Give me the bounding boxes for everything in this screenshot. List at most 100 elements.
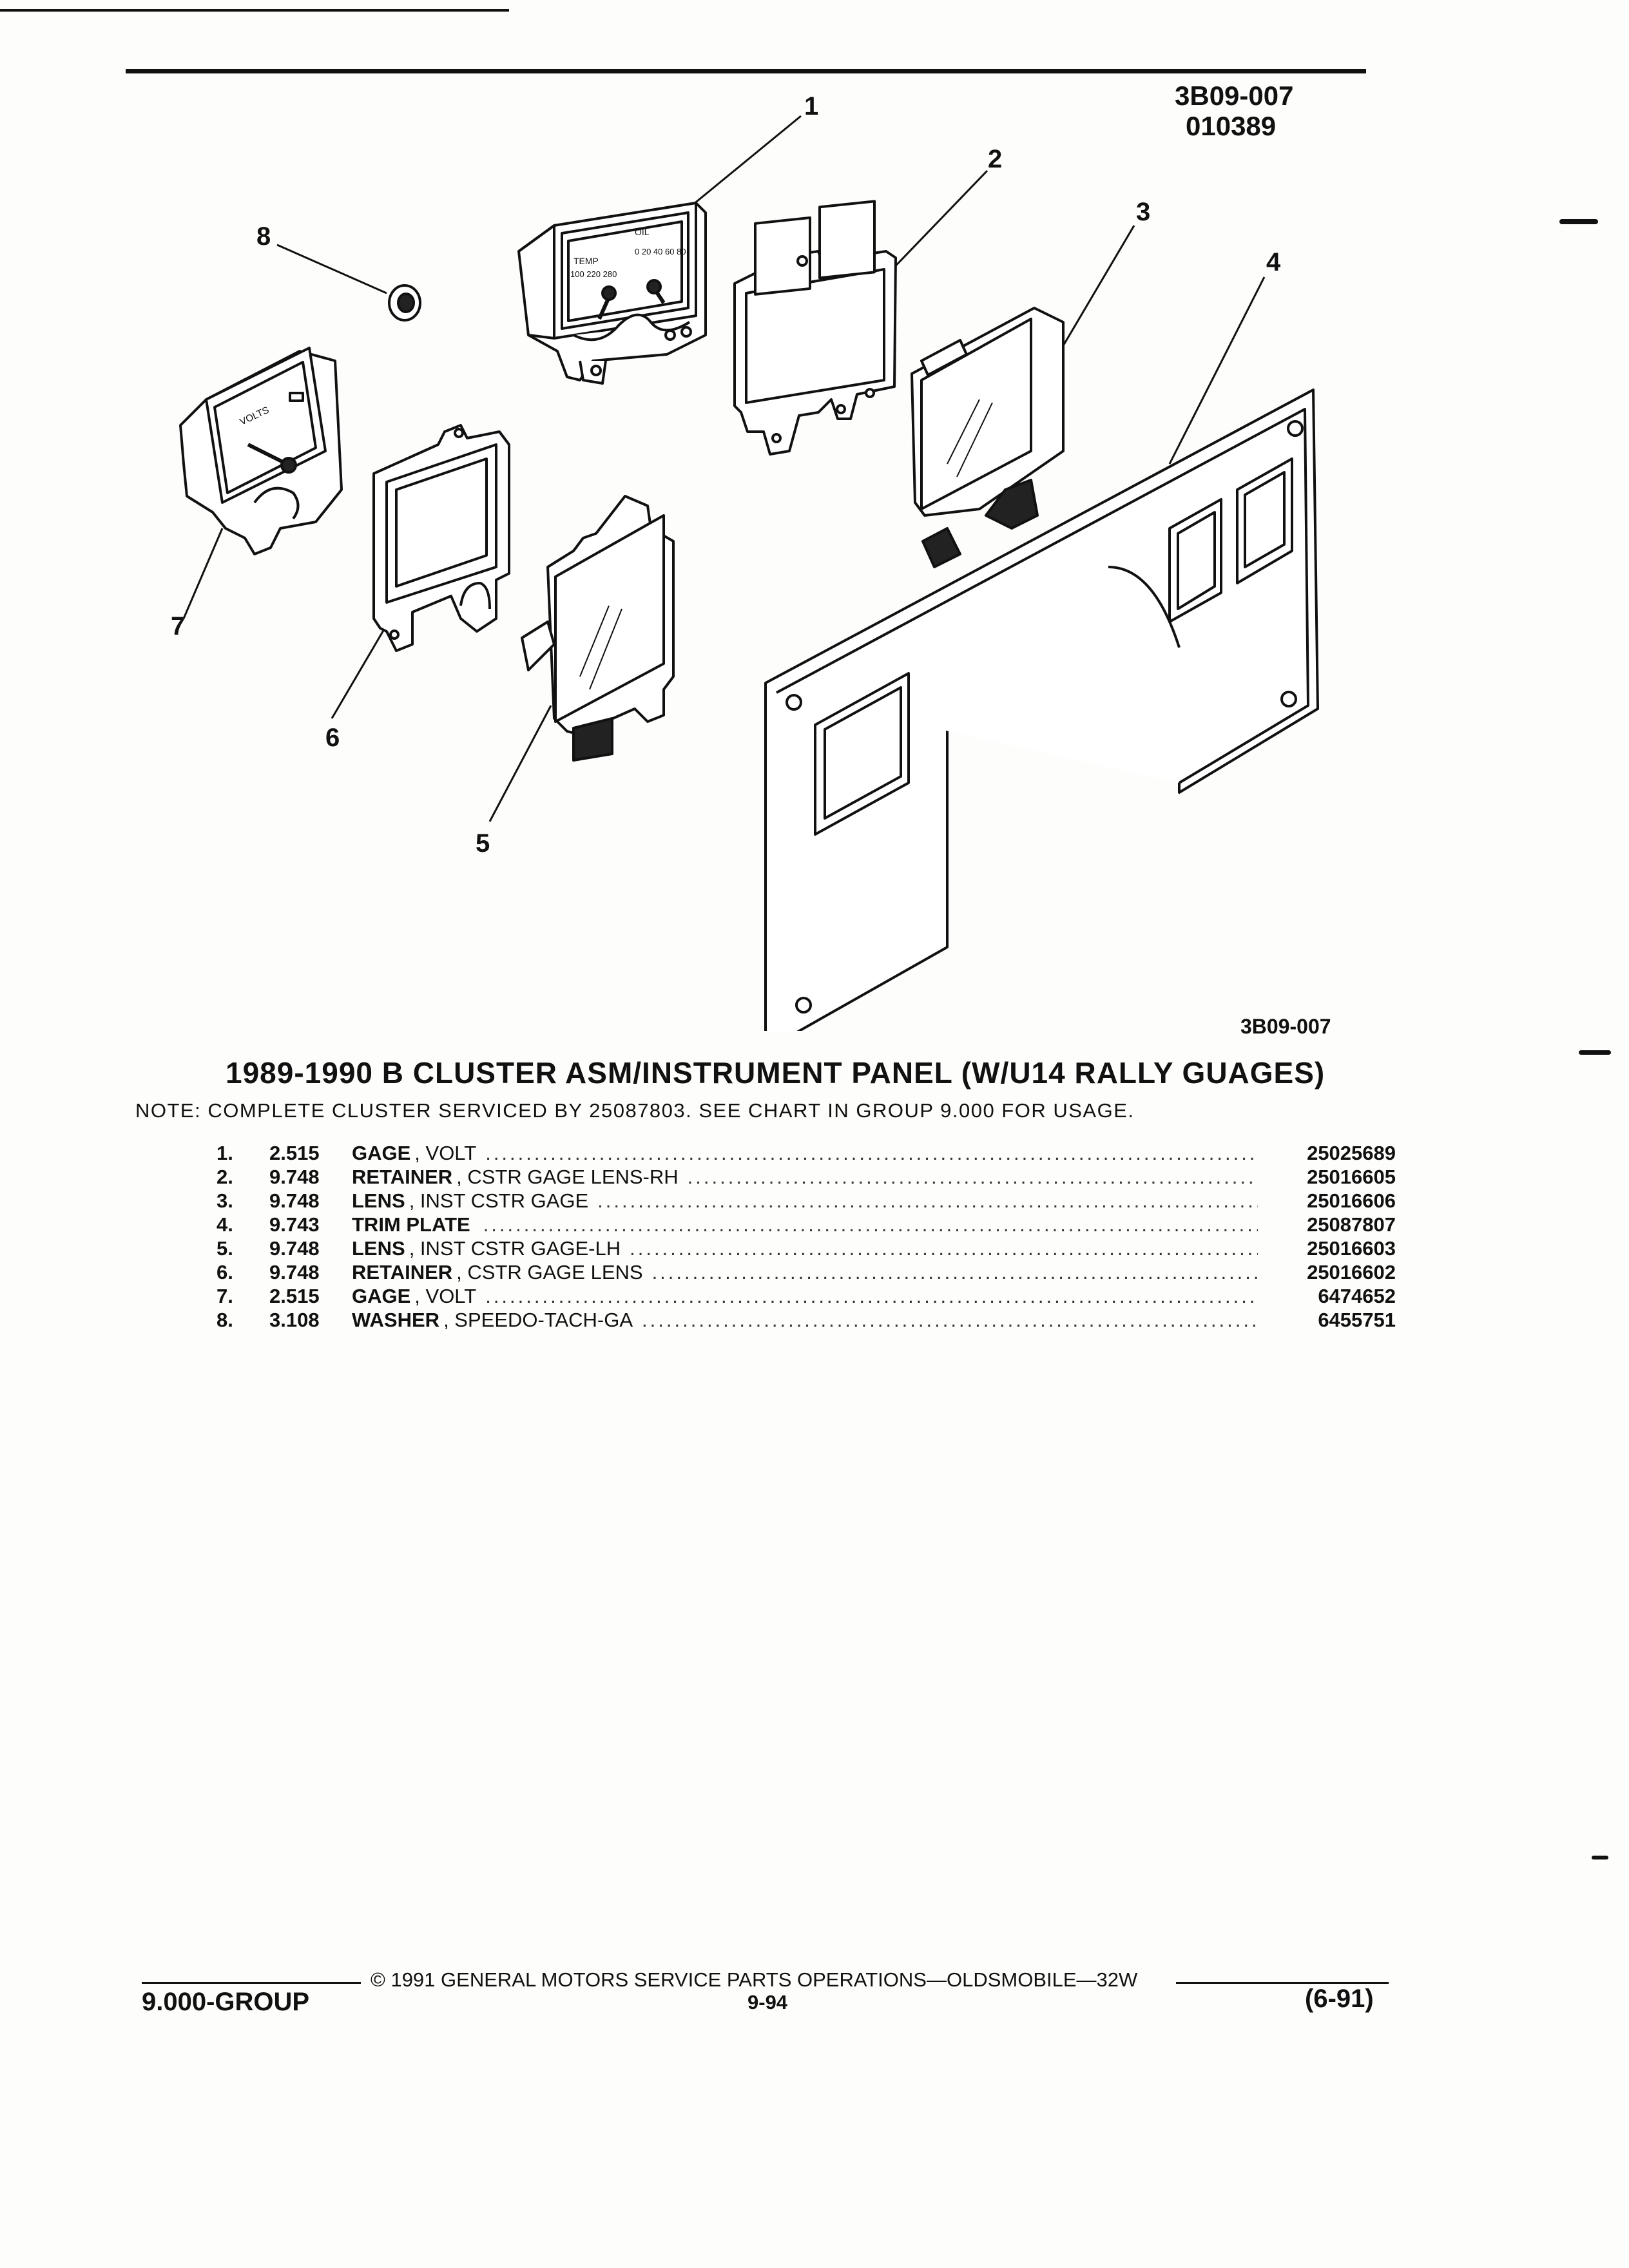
washer-part-8	[388, 284, 421, 322]
part-number: 25016603	[1307, 1237, 1396, 1260]
callout-7: 7	[171, 612, 185, 640]
leader-line-4	[1168, 276, 1266, 465]
item-number: 7.	[217, 1285, 233, 1307]
part-number: 6455751	[1318, 1309, 1396, 1331]
volt-gauge-part-7: VOLTS	[179, 347, 343, 555]
top-edge-rule	[0, 9, 509, 12]
group-number: 2.515	[269, 1142, 320, 1164]
leader-dots: ........................................…	[651, 1261, 1258, 1283]
footer-rule-right	[1176, 1982, 1389, 1984]
callout-8: 8	[256, 222, 271, 251]
leader-dots: ........................................…	[483, 1213, 1258, 1236]
leader-line-7	[182, 528, 224, 619]
svg-text:100 220 280: 100 220 280	[570, 269, 617, 279]
callout-5: 5	[476, 829, 490, 858]
svg-text:TEMP: TEMP	[574, 256, 599, 266]
part-number: 25016602	[1307, 1261, 1396, 1283]
callout-6: 6	[325, 724, 340, 752]
leader-dots: ........................................…	[687, 1166, 1258, 1188]
leader-dots: ........................................…	[630, 1237, 1258, 1260]
part-number: 25016606	[1307, 1189, 1396, 1212]
date-code: 010389	[1186, 111, 1277, 141]
leader-line-2	[885, 169, 988, 277]
group-number: 9.748	[269, 1166, 320, 1188]
margin-mark	[1592, 1856, 1608, 1860]
part-name: LENS	[352, 1189, 405, 1212]
list-item: 5. 9.748 LENS , INST CSTR GAGE-LH ......…	[217, 1237, 1396, 1261]
copyright-line: © 1991 GENERAL MOTORS SERVICE PARTS OPER…	[371, 1968, 1138, 1991]
leader-dots: ........................................…	[485, 1142, 1258, 1164]
part-name: GAGE	[352, 1142, 411, 1164]
leader-line-6	[331, 624, 388, 719]
item-number: 5.	[217, 1237, 233, 1260]
part-name: GAGE	[352, 1285, 411, 1307]
list-item: 2. 9.748 RETAINER , CSTR GAGE LENS-RH ..…	[217, 1166, 1396, 1189]
callout-4: 4	[1266, 248, 1281, 276]
group-number: 3.108	[269, 1309, 320, 1331]
item-number: 1.	[217, 1142, 233, 1164]
service-note: NOTE: COMPLETE CLUSTER SERVICED BY 25087…	[135, 1099, 1135, 1122]
part-name: RETAINER	[352, 1166, 453, 1188]
item-number: 6.	[217, 1261, 233, 1283]
part-number: 25016605	[1307, 1166, 1396, 1188]
retainer-rh-part-2	[733, 200, 897, 456]
part-name: WASHER	[352, 1309, 440, 1331]
list-item: 6. 9.748 RETAINER , CSTR GAGE LENS .....…	[217, 1261, 1396, 1285]
leader-dots: ........................................…	[485, 1285, 1258, 1307]
footer-rule-left	[142, 1982, 361, 1984]
part-number: 25025689	[1307, 1142, 1396, 1164]
part-number: 25087807	[1307, 1213, 1396, 1236]
revision-date: (6-91)	[1305, 1984, 1374, 2013]
item-number: 4.	[217, 1213, 233, 1236]
leader-line-5	[488, 705, 552, 822]
leader-line-1	[686, 115, 802, 211]
item-number: 2.	[217, 1166, 233, 1188]
part-name: RETAINER	[352, 1261, 453, 1283]
callout-2: 2	[988, 145, 1002, 173]
header-rule	[126, 69, 1366, 73]
figure-code: 3B09-007	[1175, 81, 1294, 111]
group-number: 9.748	[269, 1189, 320, 1212]
leader-line-8	[276, 244, 387, 294]
exploded-parts-diagram: 1 2 3 4 5 6 7 8 TEMP OIL 100 220 280 0 2…	[171, 92, 1319, 1031]
leader-lines	[182, 115, 1266, 822]
part-description: , CSTR GAGE LENS-RH	[456, 1166, 679, 1188]
gauge-part-1: TEMP OIL 100 220 280 0 20 40 60 80	[517, 202, 707, 385]
callout-1: 1	[804, 92, 818, 120]
group-number: 9.748	[269, 1237, 320, 1260]
part-description: , SPEEDO-TACH-GA	[443, 1309, 633, 1331]
leader-dots: ........................................…	[597, 1189, 1258, 1212]
svg-text:OIL: OIL	[635, 227, 650, 237]
group-label: 9.000-GROUP	[142, 1988, 310, 2016]
margin-mark	[1559, 219, 1598, 224]
trim-plate-part-4	[764, 389, 1319, 1031]
part-description: , CSTR GAGE LENS	[456, 1261, 643, 1283]
lens-lh-part-5	[521, 495, 675, 762]
leader-dots: ........................................…	[642, 1309, 1258, 1331]
list-item: 4. 9.743 TRIM PLATE ....................…	[217, 1213, 1396, 1237]
svg-text:0 20 40 60 80: 0 20 40 60 80	[635, 247, 686, 256]
retainer-part-6	[372, 424, 510, 652]
item-number: 8.	[217, 1309, 233, 1331]
group-number: 9.743	[269, 1213, 320, 1236]
margin-mark	[1579, 1050, 1611, 1055]
part-number: 6474652	[1318, 1285, 1396, 1307]
leader-line-3	[1059, 225, 1135, 352]
part-description: , VOLT	[414, 1285, 477, 1307]
part-name: TRIM PLATE	[352, 1213, 470, 1236]
page-number: 9-94	[747, 1991, 788, 2013]
list-item: 1. 2.515 GAGE , VOLT ...................…	[217, 1142, 1396, 1166]
part-description: , INST CSTR GAGE	[409, 1189, 589, 1212]
part-description: , VOLT	[414, 1142, 477, 1164]
list-item: 7. 2.515 GAGE , VOLT ...................…	[217, 1285, 1396, 1309]
lens-part-3	[911, 307, 1065, 568]
list-item: 8. 3.108 WASHER , SPEEDO-TACH-GA .......…	[217, 1309, 1396, 1332]
callout-3: 3	[1136, 198, 1150, 226]
item-number: 3.	[217, 1189, 233, 1212]
parts-list: 1. 2.515 GAGE , VOLT ...................…	[217, 1142, 1396, 1332]
part-description: , INST CSTR GAGE-LH	[409, 1237, 621, 1260]
figure-tag: 3B09-007	[1240, 1015, 1331, 1038]
list-item: 3. 9.748 LENS , INST CSTR GAGE .........…	[217, 1189, 1396, 1213]
group-number: 2.515	[269, 1285, 320, 1307]
part-name: LENS	[352, 1237, 405, 1260]
